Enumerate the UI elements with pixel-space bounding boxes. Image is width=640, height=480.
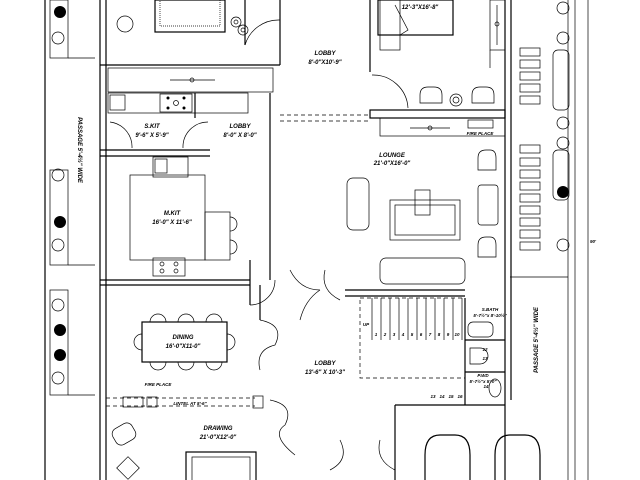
dining-name: DINING [173,335,194,341]
armchair-icon [419,86,443,104]
fire-place-lounge: FIRE PLACE [467,131,495,136]
lobby-small-size: 8'-0" X 8'-0" [223,133,256,139]
left-passage-label: PASSAGE 5'-4½" WIDE [76,117,83,184]
lobby-top-size: 8'-0"X10'-9" [308,60,341,66]
stair-step-numbers: 1 2 3 4 5 6 7 8 9 10 13 14 15 16 12 13 1… [375,332,489,399]
exterior-walls [99,0,512,480]
svg-text:14: 14 [483,384,489,389]
svg-text:9: 9 [447,332,450,337]
lounge-size: 21'-0"X16'-0" [373,161,411,167]
svg-text:14: 14 [439,394,445,399]
stair-up-label: UP [363,322,370,327]
svg-text:16: 16 [457,394,463,399]
s-kit-size: 9'-6" X 5'-9" [135,133,168,139]
pwd-size: 5'-7½"x 5'-0" [470,378,498,384]
svg-text:5: 5 [411,332,414,337]
bed-top-size: 12'-3"X16'-8" [402,5,439,11]
svg-text:13: 13 [482,356,488,361]
m-kit-size: 16'-0" X 11'-6" [152,220,192,226]
svg-text:7: 7 [429,332,432,337]
svg-text:1: 1 [375,332,378,337]
bedroom-top-left [116,0,281,65]
svg-text:15: 15 [448,394,454,399]
right-trees [556,1,570,252]
s-bath-size: 5'-7½"x 8'-10½" [473,312,507,318]
lounge-name: LOUNGE [379,153,406,159]
drawing-name: DRAWING [204,426,233,432]
lobby-main-size: 13'-6" X 10'-3" [305,370,345,376]
lobby-main-name: LOBBY [315,361,337,367]
left-trees [51,6,66,385]
pwd-name: P.WD [477,373,489,378]
s-kit-name: S.KIT [144,124,161,130]
svg-text:6: 6 [420,332,423,337]
svg-text:3: 3 [393,332,396,337]
fire-place-dining: FIRE PLACE [145,382,173,387]
s-bath-name: S.BATH [482,307,499,312]
plot-depth-dimension: 90' [590,239,597,244]
armchair-icon [471,86,495,104]
left-planters [49,0,95,396]
right-passage-label: PASSAGE 5'-4½" WIDE [533,306,540,373]
lintel-label: LINTEL AT 8'-6" [173,401,207,406]
lobby-top-name: LOBBY [315,51,337,57]
staircase [359,297,466,379]
m-kit-name: M.KIT [164,211,182,217]
garage-cars [424,434,541,480]
plot-boundary [44,0,589,480]
svg-text:13: 13 [430,394,436,399]
svg-text:10: 10 [454,332,460,337]
lobby-small-name: LOBBY [230,124,252,130]
svg-text:2: 2 [383,332,387,337]
svg-text:4: 4 [401,332,405,337]
dining-table [133,313,236,371]
right-planters [519,0,570,480]
drawing-size: 21'-0"X12'-0" [199,435,237,441]
svg-text:8: 8 [438,332,441,337]
dining-size: 16'-0"X11-0" [166,344,201,350]
